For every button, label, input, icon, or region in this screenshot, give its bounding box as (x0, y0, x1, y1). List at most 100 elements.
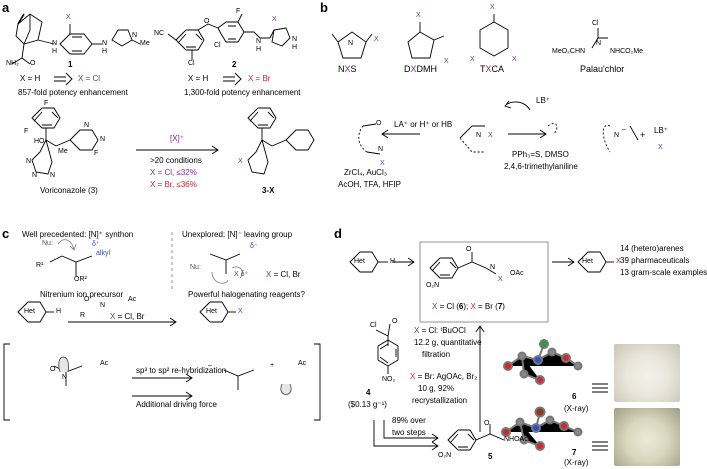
right-cond-2: 2,4,6-trimethylaniline (504, 162, 578, 171)
h-d-start: H (390, 258, 396, 265)
d-reagent-n: N (490, 264, 496, 271)
cmpd1-result: 857-fold potency enhancement (18, 88, 128, 97)
photo-compound-7 (614, 408, 680, 466)
cmpd1-change-to: X = Cl (78, 74, 101, 83)
reagent-dxdmh: DXDMH (404, 64, 438, 74)
panel-label-c: c (2, 226, 10, 241)
r1-label: R¹ (36, 262, 44, 269)
sm-label: 4 (366, 388, 371, 397)
cmpd1-me: Me (140, 40, 150, 47)
cmpd1-change-from: X = H (20, 74, 41, 83)
br-cond-2: 10 g, 92% (418, 384, 455, 393)
panel-label-a: a (2, 0, 10, 15)
alkyl-label: alkyl (96, 250, 111, 257)
anion-charge: – (622, 126, 626, 133)
xray-7-sub: (X-ray) (564, 458, 589, 467)
sm-no2: NO₂ (382, 376, 396, 383)
reagent-txca: TXCA (480, 64, 505, 74)
cmpd1-h: H (52, 48, 58, 55)
cmpd2-cl: Cl (188, 60, 195, 67)
int-nhoac: NHOAc (504, 436, 528, 443)
vori-n4: N (32, 172, 38, 179)
d-reagent-o2n: O₂N (426, 282, 440, 289)
scope-3: 13 gram-scale examples (620, 268, 707, 277)
nxs-x: X (374, 36, 379, 43)
left-title: Well precedented: [N]⁺ synthon (22, 230, 134, 239)
txca-x1: X (490, 4, 495, 11)
dxdmh-x2: X (444, 58, 449, 65)
lb-text: LB⁺ (536, 96, 551, 105)
c-reagent-n: N (100, 302, 106, 309)
cmpd1-nme: N (132, 32, 138, 39)
sm-price: ($0.13 g⁻¹) (348, 400, 387, 409)
cmpd1-o: O (30, 60, 36, 67)
palau-left: MeO₂CHN (552, 48, 586, 55)
h-c-start: H (56, 308, 62, 315)
int-label: 5 (488, 452, 493, 461)
conditions-cl: X = Cl, ≤32% (150, 168, 197, 177)
cmpd1-nh: N (102, 40, 108, 47)
int-o2n: O₂N (438, 452, 452, 459)
nxs-n: N (348, 40, 354, 47)
plus-sign: + (640, 130, 646, 140)
vori-n5: N (50, 172, 56, 179)
center-n: N (476, 132, 482, 139)
cmpd2-hn: N (292, 36, 298, 43)
left-cond-1: ZrCl₄, AuCl₃ (344, 168, 387, 177)
product-3x-x: X (238, 158, 243, 165)
cmpd2-cl2: Cl (214, 42, 221, 49)
anion-n: N (614, 132, 620, 139)
orbital-ac: Ac (100, 360, 109, 367)
int-o: O (484, 420, 490, 427)
cmpd1-label: 1 (68, 60, 73, 69)
xray-6-label: 6 (572, 392, 577, 401)
vori-f1: F (44, 100, 49, 107)
mech-x: X (380, 160, 385, 167)
c-reagent-o: O (84, 296, 90, 303)
het-d-end: Het (582, 258, 593, 265)
cl-cond-2: 12.2 g, quantitative (414, 338, 482, 347)
cmpd1-x: X (66, 14, 71, 21)
cmpd2-label: 2 (232, 60, 237, 69)
vori-ho: HO (34, 138, 45, 145)
orbital-n: N (62, 374, 68, 381)
vori-n1: N (84, 122, 90, 129)
product-orbital-plus: + (270, 362, 275, 369)
cmpd2-nh: N (256, 38, 262, 45)
right-cond-1: PPh₃=S, DMSO (512, 150, 569, 159)
xray-7-label: 7 (572, 448, 577, 457)
c-reagent-r: R (80, 312, 86, 319)
d-reagent-x: X (498, 276, 503, 283)
left-cond-2: AcOH, TFA, HFIP (338, 180, 401, 189)
c-reagent-x-def: X = Cl, Br (110, 312, 145, 321)
txca-x3: X (512, 56, 517, 63)
x-definition: X = Cl, Br (266, 270, 301, 279)
het-c-end: Het (206, 308, 217, 315)
conditions-br: X = Br, ≤36% (150, 180, 197, 189)
product-orbital-minus: – (208, 362, 212, 369)
palau-right: NHCO₂Me (610, 48, 644, 55)
vori-label: Voriconazole (3) (40, 186, 98, 195)
step-yield-2: two steps (392, 428, 426, 437)
cmpd1-n: N (52, 40, 58, 47)
dxdmh-x1: X (416, 12, 421, 19)
left-caption: Nitrenium ion precursor (40, 290, 124, 299)
photo-compound-6 (614, 344, 680, 402)
or2-label: OR² (74, 276, 87, 283)
nu-left: Nu: (42, 240, 53, 247)
product-3x-label: 3-X (262, 186, 275, 195)
scheme-drawings (3, 13, 639, 451)
xray-structure-6 (503, 339, 583, 385)
cmpd2-o: O (204, 18, 210, 25)
delta-minus-right: δ⁻ (250, 243, 258, 250)
br-cond-1: X = Br: AgOAc, Br₂ (410, 372, 478, 381)
cmpd2-h: H (256, 46, 262, 53)
scope-2: 39 pharmaceuticals (620, 256, 690, 265)
lbx-x: X (658, 144, 663, 151)
box-reagent-label: X = Cl (6); X = Br (7) (432, 302, 505, 311)
product-c-x: X (238, 308, 243, 315)
cmpd2-result: 1,300-fold potency enhancement (184, 88, 301, 97)
vori-f3: F (94, 150, 99, 157)
vori-n3: N (26, 158, 32, 165)
mech-n: N (378, 146, 384, 153)
